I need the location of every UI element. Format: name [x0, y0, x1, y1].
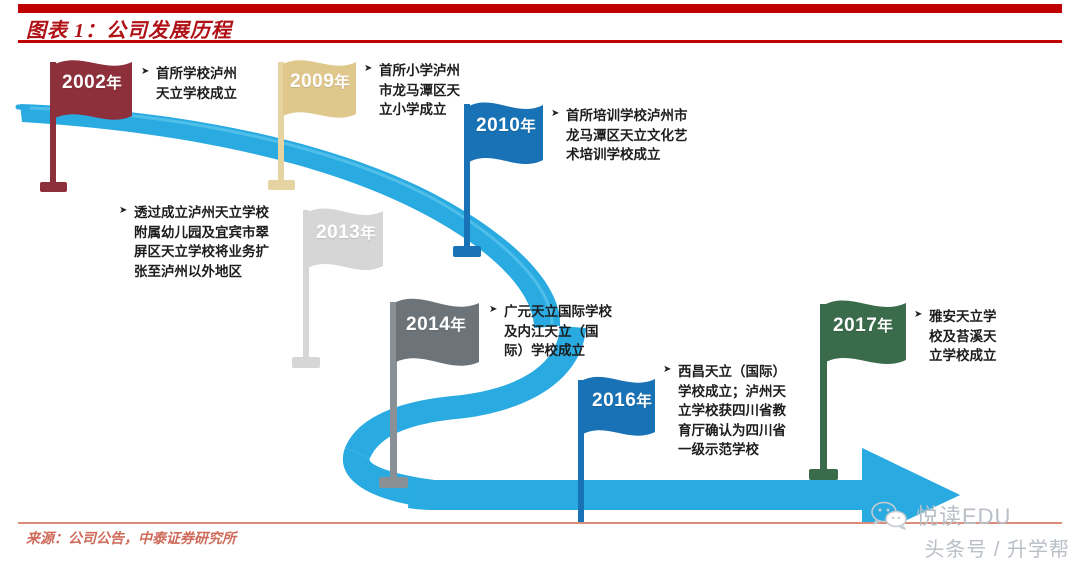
page-title: 图表 1：公司发展历程 — [26, 20, 232, 42]
callout-2014: 广元天立国际学校 及内江天立（国 际）学校成立 — [489, 302, 659, 361]
header-bottom-rule — [18, 40, 1062, 43]
watermark-line2: 头条号 / 升学帮 — [924, 539, 1070, 561]
watermark: 悦读EDU 头条号 / 升学帮 — [870, 499, 1070, 565]
flag-2017 — [809, 300, 906, 480]
callout-2010: 首所培训学校泸州市 龙马潭区天立文化艺 术培训学校成立 — [551, 106, 726, 165]
flag-layer — [40, 60, 906, 522]
flag-2010 — [453, 102, 543, 257]
wechat-icon — [871, 501, 907, 530]
header-top-rule — [18, 4, 1062, 13]
flag-2016 — [578, 376, 655, 522]
callout-2013: 透过成立泸州天立学校 附属幼儿园及宜宾市翠 屏区天立学校将业务扩 张至泸州以外地… — [119, 203, 300, 281]
timeline-canvas: 2002年 2009年 2010年 2013年 2014年 2016年 2017… — [0, 44, 1080, 522]
callout-2016: 西昌天立（国际） 学校成立；泸州天 立学校获四川省教 育厅确认为四川省 一级示范… — [663, 362, 818, 460]
callout-2017: 雅安天立学 校及苔溪天 立学校成立 — [914, 307, 1047, 366]
flag-2013 — [292, 208, 383, 368]
footer-rule — [18, 522, 1062, 524]
flag-2002 — [40, 60, 132, 192]
flag-2014 — [379, 298, 479, 488]
source-note: 来源：公司公告，中泰证券研究所 — [26, 532, 236, 547]
flag-2009 — [268, 60, 356, 190]
callout-2002: 首所学校泸州 天立学校成立 — [141, 64, 291, 103]
watermark-line1: 悦读EDU — [916, 504, 1012, 529]
callout-2009: 首所小学泸州 市龙马潭区天 立小学成立 — [364, 61, 519, 120]
